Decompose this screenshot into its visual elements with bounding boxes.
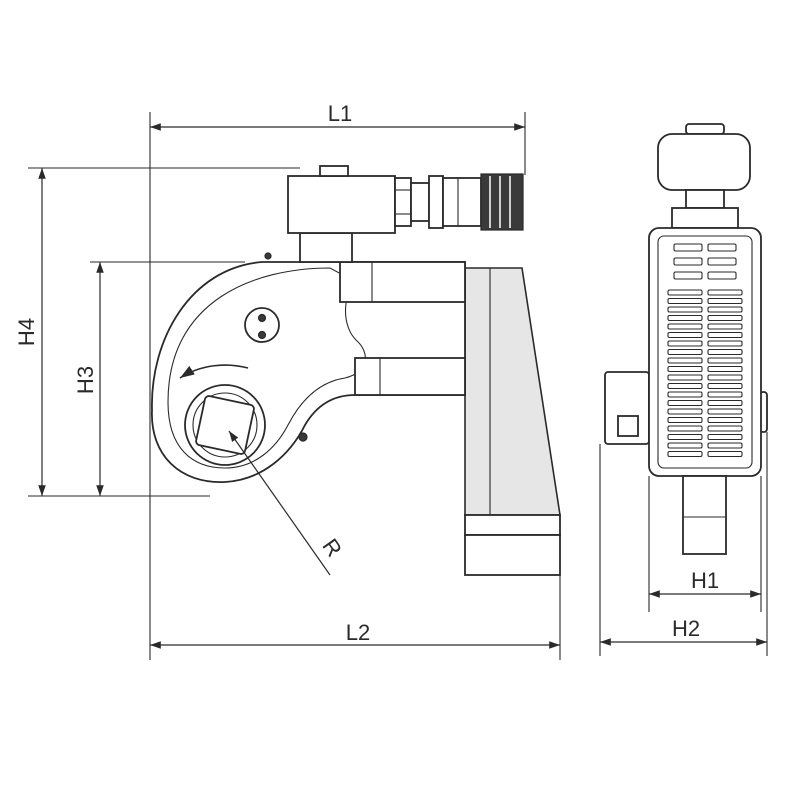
tool-body	[151, 252, 466, 483]
dim-label-h3: H3	[73, 366, 98, 394]
dim-label-h1: H1	[691, 568, 719, 593]
housing-rib	[707, 391, 743, 398]
housing-rib	[707, 323, 743, 330]
housing-rib	[667, 425, 703, 432]
housing-rib	[707, 374, 743, 381]
dim-label-l2: L2	[346, 620, 370, 645]
housing-ribs	[667, 243, 743, 458]
housing-rib	[707, 450, 743, 458]
housing-rib	[707, 289, 743, 296]
housing-rib	[667, 306, 703, 313]
housing-rib	[707, 340, 743, 347]
housing-rib	[667, 450, 703, 458]
housing-rib	[707, 382, 743, 390]
housing-rib	[707, 365, 743, 373]
hydraulic-swivel	[287, 165, 524, 263]
housing-rib	[667, 348, 703, 356]
housing-rib	[707, 357, 743, 364]
housing-rib	[707, 433, 743, 441]
housing-rib	[707, 314, 743, 322]
housing-rib	[707, 399, 743, 407]
housing-rib	[707, 416, 743, 424]
housing-rib	[673, 257, 703, 266]
housing-rib	[667, 314, 703, 322]
housing-rib	[667, 374, 703, 381]
dim-label-h4: H4	[14, 318, 39, 346]
housing-rib	[707, 425, 743, 432]
housing-rib	[667, 442, 703, 449]
housing-rib	[673, 271, 703, 280]
housing-rib	[667, 399, 703, 407]
housing-rib	[707, 331, 743, 339]
housing-rib	[707, 408, 743, 415]
housing-rib	[707, 442, 743, 449]
housing-rib	[667, 297, 703, 305]
housing-rib	[707, 243, 737, 252]
housing-rib	[667, 323, 703, 330]
housing-rib	[667, 357, 703, 364]
front-view: H1 H2	[599, 123, 768, 656]
housing-rib	[667, 331, 703, 339]
housing-rib	[667, 408, 703, 415]
housing-rib	[707, 306, 743, 313]
housing-rib	[667, 416, 703, 424]
housing-rib	[667, 365, 703, 373]
housing-rib	[707, 348, 743, 356]
housing-rib	[673, 243, 703, 252]
housing-rib	[667, 289, 703, 296]
housing-rib	[707, 271, 737, 280]
dim-label-l1: L1	[328, 101, 352, 126]
housing-rib	[707, 297, 743, 305]
housing-rib	[667, 391, 703, 398]
side-view: L1 L2 H4 H3 R	[14, 101, 561, 660]
housing-rib	[707, 257, 737, 266]
housing-rib	[667, 433, 703, 441]
housing-rib	[667, 340, 703, 347]
dim-label-h2: H2	[672, 616, 700, 641]
reaction-arm	[464, 267, 561, 576]
dim-label-r: R	[317, 534, 347, 561]
housing-rib	[667, 382, 703, 390]
